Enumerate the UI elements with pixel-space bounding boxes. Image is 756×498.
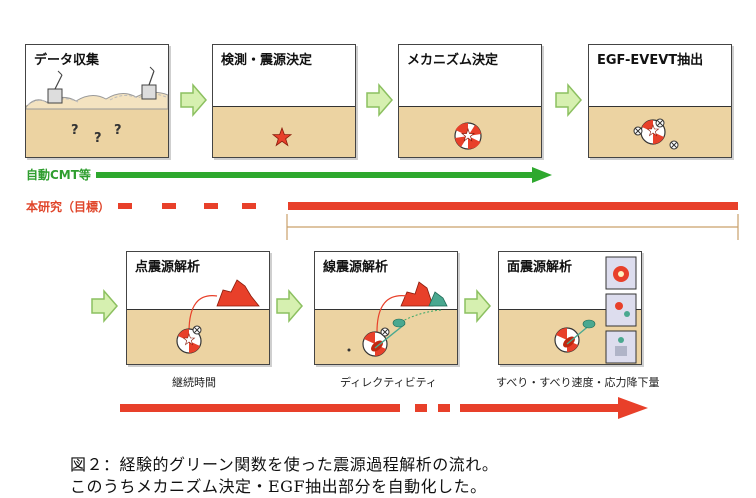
slip-distribution-panels [605,256,637,364]
panel-line-source-analysis: 線震源解析 [314,251,458,365]
research-red-bar [118,202,738,210]
area-source-subtitle: すべり・すべり速度・応力降下量 [496,376,660,389]
ground-layer [26,105,168,157]
line-source-illustration [347,281,448,357]
flow-arrow-icon [91,288,118,324]
question-mark: ? [94,131,102,146]
focal-mechanism-beachball-icon [454,122,482,150]
hypocenter-star-icon [271,126,293,147]
panel-egf-extraction: EGF-EVEVT抽出 [588,44,732,158]
research-goal-label: 本研究（目標） [26,200,111,214]
area-source-illustration [554,319,596,353]
auto-cmt-green-arrow [96,167,552,183]
flow-arrow-icon [366,82,393,118]
panel-title: EGF-EVEVT抽出 [597,53,704,68]
point-source-subtitle: 継続時間 [172,376,216,389]
ground-layer [315,310,457,364]
terrain-stations-illustration [26,66,168,110]
figure-caption-line2: このうちメカニズム決定・EGF抽出部分を自動化した。 [70,477,487,496]
flow-arrow-icon [464,288,491,324]
panel-title: 点震源解析 [135,260,201,275]
question-mark: ? [114,123,122,138]
flow-arrow-icon [555,82,582,118]
panel-title: 検測・震源決定 [221,53,313,68]
line-source-subtitle: ディレクティビティ [340,376,437,389]
auto-cmt-label: 自動CMT等 [26,168,91,182]
small-event-icon [655,118,665,128]
figure-caption-line1: 図２：経験的グリーン関数を使った震源過程解析の流れ。 [70,455,499,474]
ground-layer [213,107,355,157]
egf-events-illustration [633,118,679,150]
surface-line [589,106,731,107]
panel-title: データ収集 [34,53,100,68]
surface-line [127,309,269,310]
surface-line [315,309,457,310]
surface-line [399,106,541,107]
analysis-red-arrow [120,397,648,419]
panel-hypocenter-determination: 検測・震源決定 [212,44,356,158]
panel-data-collection: データ収集 ? ? ? [25,44,169,158]
flow-arrow-icon [276,288,303,324]
surface-line [213,106,355,107]
point-source-illustration [176,279,260,354]
small-event-icon [633,126,643,136]
panel-title: 線震源解析 [323,260,389,275]
surface-line [499,309,641,310]
seismometer-station-icon [47,70,63,104]
bracket-line [286,214,739,240]
panel-title: 面震源解析 [507,260,573,275]
small-event-icon [669,140,679,150]
seismometer-station-icon [141,66,157,100]
panel-mechanism-determination: メカニズム決定 [398,44,542,158]
panel-title: メカニズム決定 [407,53,499,68]
panel-point-source-analysis: 点震源解析 [126,251,270,365]
question-mark: ? [71,123,79,138]
flow-arrow-icon [180,82,207,118]
